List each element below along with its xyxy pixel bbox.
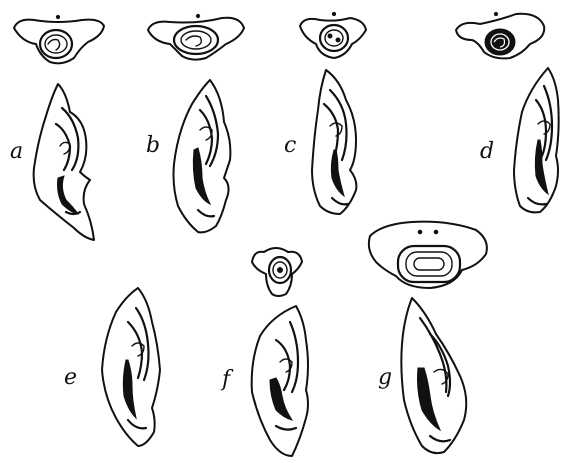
ear-profile-c [312,70,356,214]
cross-section-a [14,15,104,63]
label-f: f [220,367,234,392]
cross-section-g [369,222,487,288]
ear-profile-f [252,306,308,456]
label-d: d [480,139,494,164]
ear-profile-b [174,80,231,232]
cross-section-d [456,12,544,58]
label-a: a [10,139,23,164]
label-g: g [378,365,392,390]
ear-profile-d [514,68,559,212]
ear-profile-e [102,288,160,446]
cross-section-f [252,248,302,296]
label-e: e [64,365,77,390]
label-b: b [146,133,160,158]
label-c: c [284,133,296,158]
ear-profile-a [34,84,94,240]
cross-section-c [300,12,366,58]
ear-profile-g [401,298,466,453]
cross-section-b [148,14,244,59]
